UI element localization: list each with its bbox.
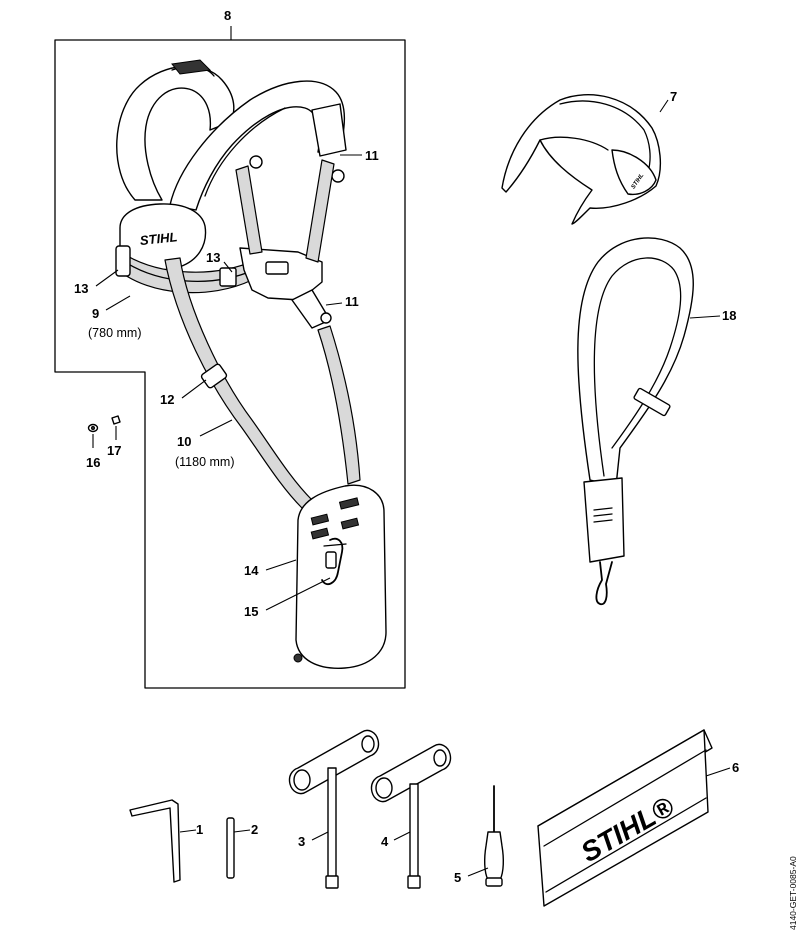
leader-lines [95, 99, 731, 877]
pin [226, 817, 235, 879]
label-1: 1 [196, 822, 203, 837]
label-11a: 11 [365, 148, 379, 163]
label-10: 10 [177, 434, 191, 449]
label-18: 18 [722, 308, 736, 323]
label-9-size: (780 mm) [88, 326, 141, 340]
label-11b: 11 [345, 294, 359, 309]
harness-assembly: STIHL [115, 59, 347, 329]
tool-case: STIHL® [537, 729, 713, 907]
small-parts-16-17 [87, 415, 121, 448]
label-17: 17 [107, 443, 121, 458]
label-9: 9 [92, 306, 99, 321]
shoulder-strap [577, 237, 694, 606]
label-4: 4 [381, 834, 389, 849]
label-16: 16 [86, 455, 100, 470]
harness-logo: STIHL [139, 229, 178, 248]
label-12: 12 [160, 392, 174, 407]
label-13a: 13 [74, 281, 88, 296]
label-3: 3 [298, 834, 305, 849]
drawing-code: 4140-GET-0085-A0 [788, 856, 798, 930]
combination-wrench-3 [288, 729, 380, 889]
label-5: 5 [454, 870, 461, 885]
combination-wrench-4 [370, 743, 452, 889]
label-14: 14 [244, 563, 259, 578]
label-13b: 13 [206, 250, 220, 265]
label-6: 6 [732, 760, 739, 775]
label-7: 7 [670, 89, 677, 104]
label-15: 15 [244, 604, 258, 619]
safety-glasses: STIHL [501, 94, 662, 225]
hex-key [129, 799, 181, 883]
label-2: 2 [251, 822, 258, 837]
label-10-size: (1180 mm) [175, 455, 235, 469]
hip-pad [293, 484, 387, 669]
screwdriver [483, 785, 505, 887]
harness-group-frame [54, 39, 406, 689]
label-8: 8 [224, 8, 231, 23]
